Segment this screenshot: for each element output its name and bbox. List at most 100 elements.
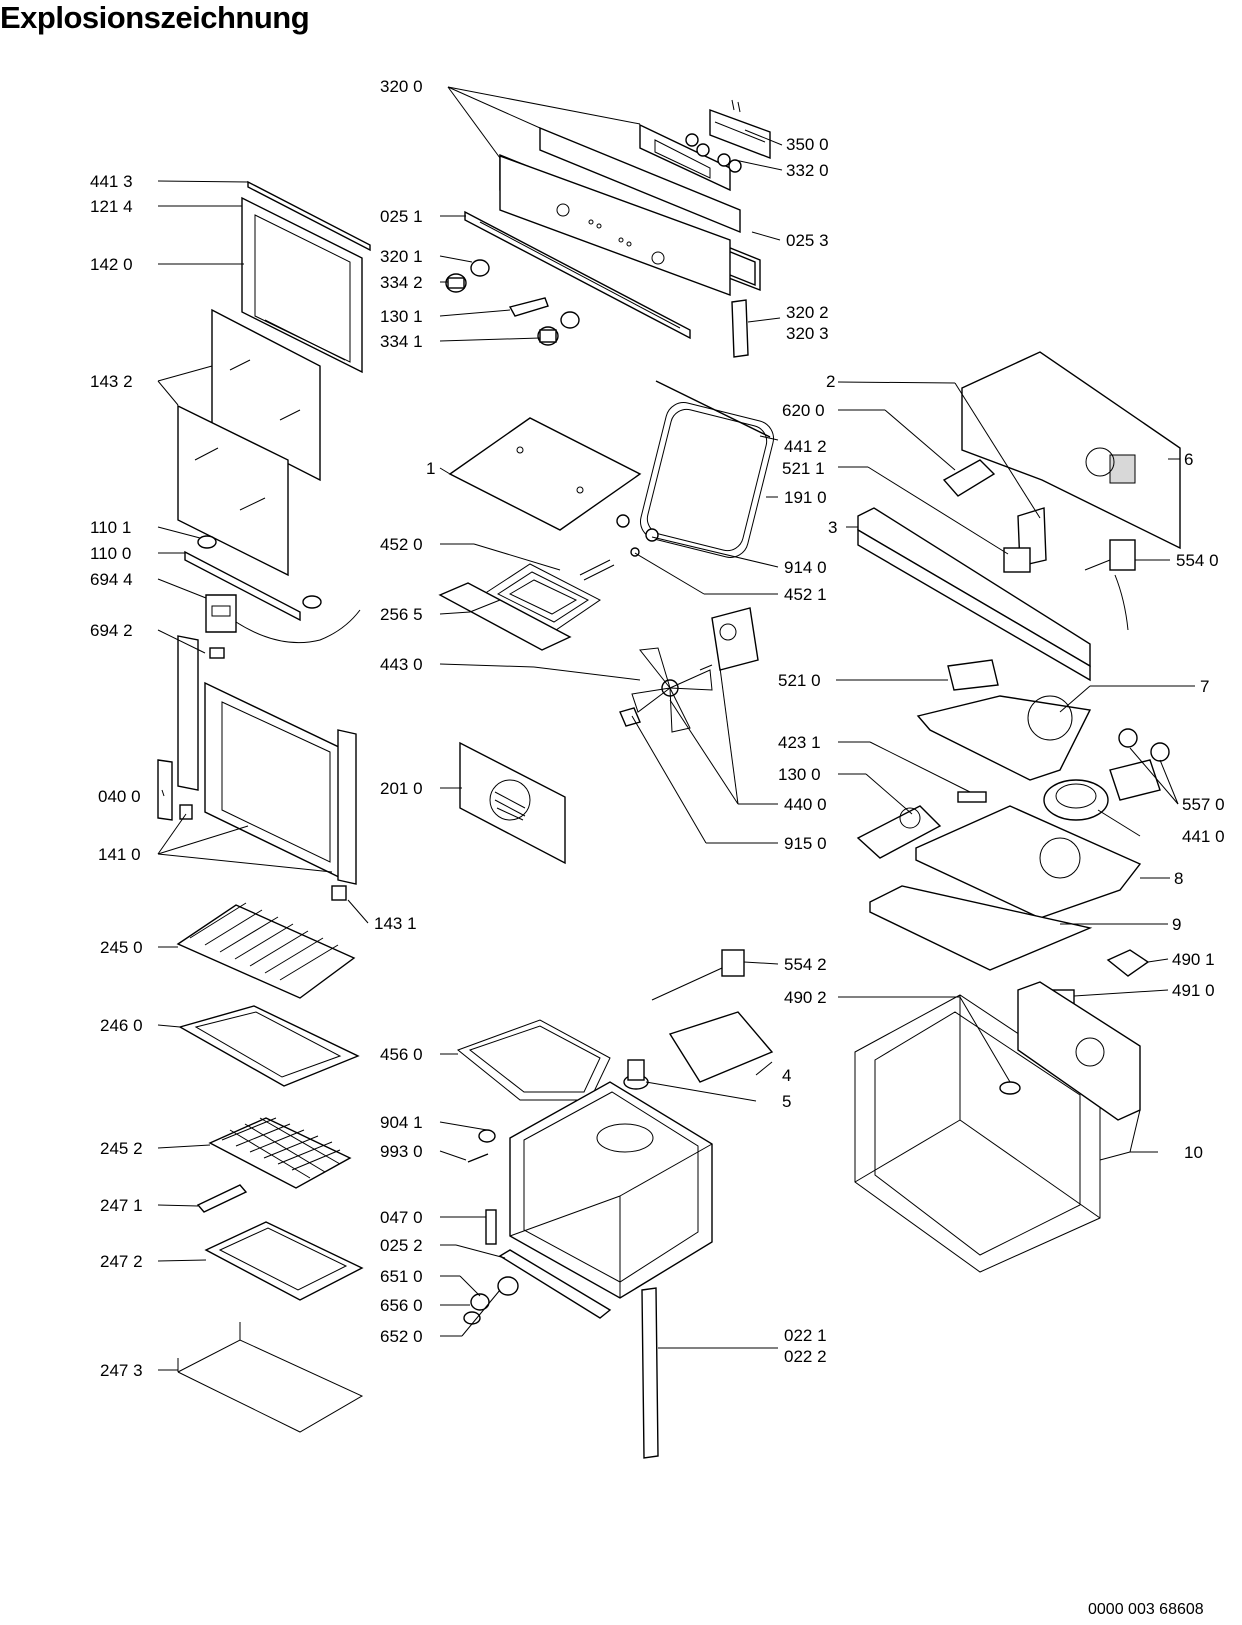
callout-label: 491 0: [1172, 981, 1215, 1000]
clip-047-0: [485, 1209, 497, 1245]
nut-915-0: [619, 707, 641, 727]
callout-label: 110 1: [90, 518, 131, 537]
page-title: Explosionszeichnung: [0, 0, 310, 35]
module-130-0: [856, 805, 942, 859]
terminal-521-1: [1003, 547, 1031, 573]
callout-label: 334 2: [380, 273, 423, 292]
callout-label: 130 0: [778, 765, 821, 784]
cover-7: [916, 695, 1092, 781]
callout-label: 110 0: [90, 544, 131, 563]
callout-label: 247 1: [100, 1196, 143, 1215]
door-gasket-191-0: [640, 402, 774, 558]
callout-label: 9: [1172, 915, 1181, 934]
callout-label: 914 0: [784, 558, 827, 577]
side-trim-320-2: [731, 299, 749, 358]
leader-lines: [157, 86, 1195, 1371]
callout-label: 904 1: [380, 1113, 423, 1132]
callout-label: 423 1: [778, 733, 821, 752]
callout-label: 7: [1200, 677, 1209, 696]
screw-904-993: [467, 1129, 496, 1163]
callout-label: 554 0: [1176, 551, 1219, 570]
callout-label: 441 3: [90, 172, 133, 191]
relay-423-1: [957, 791, 987, 803]
callout-label: 452 1: [784, 585, 827, 604]
knob-assembly-320-1: [445, 259, 490, 293]
callout-label: 521 1: [782, 459, 825, 478]
door-inner-panel-141-0: [177, 635, 357, 885]
callout-label: 025 1: [380, 207, 423, 226]
rail-025-2: [498, 1249, 612, 1319]
callout-label: 6: [1184, 450, 1193, 469]
handle-247-1: [196, 1184, 248, 1213]
callout-label: 245 2: [100, 1139, 143, 1158]
side-trim-022: [641, 1287, 659, 1459]
callout-labels: 320 0 350 0 332 0 441 3 121 4 025 1 025 …: [90, 77, 1225, 1380]
callout-label: 651 0: [380, 1267, 423, 1286]
callout-label: 10: [1184, 1143, 1203, 1162]
callout-label: 247 3: [100, 1361, 143, 1380]
fastener-490-1: [1106, 949, 1150, 977]
callout-label: 656 0: [380, 1296, 423, 1315]
callout-label: 8: [1174, 869, 1183, 888]
fan-blade-440-0: [631, 647, 713, 733]
cooling-fan-441-0: [1043, 779, 1109, 821]
lamp-assembly-651: [463, 1276, 519, 1325]
tray-246-0: [178, 1005, 360, 1087]
callout-label: 143 1: [374, 914, 417, 933]
callout-label: 245 0: [100, 938, 143, 957]
callout-label: 143 2: [90, 372, 133, 391]
callout-label: 554 2: [784, 955, 827, 974]
back-cover-10: [1017, 981, 1141, 1121]
panel-8: [915, 805, 1142, 919]
callout-label: 022 2: [784, 1347, 827, 1366]
callout-label: 557 0: [1182, 795, 1225, 814]
frame-3: [857, 507, 1091, 682]
callout-label: 456 0: [380, 1045, 423, 1064]
baking-pan-247-2: [204, 1221, 364, 1301]
callout-label: 652 0: [380, 1327, 423, 1346]
callout-label: 201 0: [380, 779, 423, 798]
door-top-trim-441-3: [247, 180, 371, 252]
control-module-620-0: [942, 459, 996, 497]
thermal-switches-557-0: [1109, 728, 1170, 801]
panel-rail-025-1: [464, 210, 691, 340]
sensor-554-2: [651, 949, 745, 1001]
outer-frame-10: [854, 994, 1101, 1273]
oven-cavity: [509, 1081, 713, 1299]
callout-label: 521 0: [778, 671, 821, 690]
callout-label: 443 0: [380, 655, 423, 674]
door-glass-143-2: [177, 308, 321, 577]
nuts-914-452-1: [616, 514, 659, 557]
callout-label: 130 1: [380, 307, 423, 326]
callout-label: 191 0: [784, 488, 827, 507]
lower-element-456-0: [456, 1019, 611, 1101]
callout-label: 993 0: [380, 1142, 423, 1161]
callout-label: 694 2: [90, 621, 133, 640]
reflector-256-5: [438, 582, 572, 651]
document-number: 0000 003 68608: [1088, 1601, 1204, 1618]
callout-label: 1: [426, 459, 435, 478]
back-panel-6: [961, 351, 1181, 550]
top-plate-1: [448, 417, 642, 531]
callout-label: 452 0: [380, 535, 423, 554]
gasket-rod-441-2: [655, 380, 771, 438]
back-wall-4-5: [668, 1011, 774, 1083]
knobs-332: [685, 133, 742, 173]
rail-frame-247-3: [177, 1322, 364, 1433]
door-clip-040-0: [157, 759, 193, 821]
callout-label: 694 4: [90, 570, 133, 589]
callout-label: 441 2: [784, 437, 827, 456]
knob-assembly-334-1: [537, 311, 580, 346]
callout-label: 256 5: [380, 605, 423, 624]
door-hinge-110: [184, 535, 322, 622]
terminal-block-521-0: [947, 659, 999, 691]
clip-143-1: [331, 885, 347, 901]
callout-label: 320 1: [380, 247, 423, 266]
callout-label: 915 0: [784, 834, 827, 853]
electronic-module-350: [709, 99, 771, 160]
clip-694-2: [209, 647, 225, 659]
callout-label: 047 0: [380, 1208, 423, 1227]
callout-label: 490 1: [1172, 950, 1215, 969]
callout-label: 025 2: [380, 1236, 423, 1255]
